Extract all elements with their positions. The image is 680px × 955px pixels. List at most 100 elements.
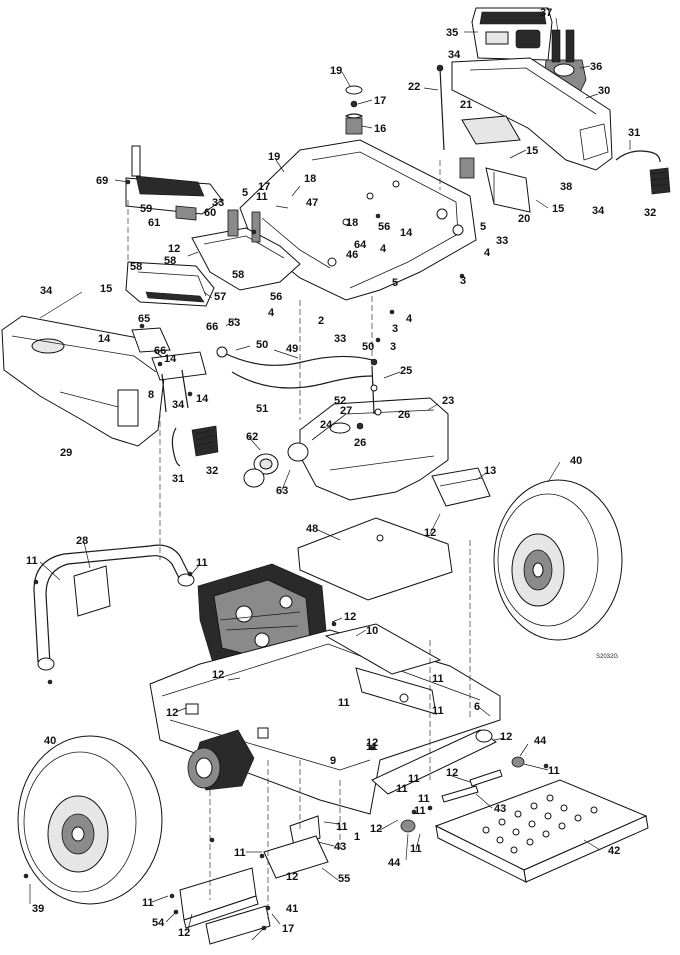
rear-body-panel [451, 57, 613, 171]
lower-bracket-54 [179, 867, 259, 929]
callout-number: 35 [446, 27, 458, 39]
rear-crossbar [371, 729, 497, 795]
callout-number: 14 [98, 333, 111, 345]
seat-bracket [191, 209, 301, 291]
callout-number: 5 [392, 277, 398, 289]
spring-stack-upper [344, 85, 364, 135]
callout-number: 60 [204, 207, 216, 219]
callout-number: 34 [172, 399, 185, 411]
callout-number: 2 [318, 315, 324, 327]
left-mount-plate [125, 261, 215, 307]
callout-number: 66 [206, 321, 218, 333]
callout-number: 17 [374, 95, 386, 107]
callout-number: 53 [228, 317, 240, 329]
callout-number: 31 [172, 473, 184, 485]
engine [197, 563, 329, 677]
callout-number: 33 [334, 333, 346, 345]
callout-number: 69 [96, 175, 108, 187]
callout-number: 48 [306, 523, 318, 535]
callout-number: 11 [418, 793, 430, 805]
callout-number: 11 [410, 843, 422, 855]
filter-elbows [243, 442, 309, 488]
callout-number: 52 [334, 395, 346, 407]
drawing-code: S2032G [596, 654, 618, 660]
callout-number: 12 [178, 927, 190, 939]
callout-number: 27 [340, 405, 352, 417]
callout-number: 19 [330, 65, 342, 77]
callout-number: 4 [406, 313, 413, 325]
frame-bracket-right [459, 157, 531, 213]
callout-number: 34 [448, 49, 461, 61]
callout-number: 11 [432, 705, 444, 717]
callout-number: 17 [282, 923, 294, 935]
callout-number: 15 [526, 145, 538, 157]
callout-number: 11 [414, 805, 426, 817]
callout-number: 61 [148, 217, 160, 229]
callout-number: 11 [396, 783, 408, 795]
callout-number: 50 [362, 341, 374, 353]
console-panel [471, 7, 553, 61]
callout-number: 6 [474, 701, 480, 713]
callout-number: 12 [212, 669, 224, 681]
callout-number: 10 [366, 625, 378, 637]
callout-number: 11 [142, 897, 154, 909]
callout-number: 12 [286, 871, 298, 883]
callout-number: 56 [270, 291, 282, 303]
callout-number: 13 [484, 465, 496, 477]
lift-rod-right [615, 150, 671, 195]
leader-lines [29, 17, 631, 941]
callout-number: 56 [378, 221, 390, 233]
callout-number: 26 [354, 437, 366, 449]
callout-number: 11 [256, 191, 268, 203]
callout-number: 42 [608, 845, 620, 857]
callout-number: 11 [338, 697, 350, 709]
callout-number: 43 [494, 803, 506, 815]
fuel-tank [299, 397, 449, 501]
tank-bracket [431, 467, 491, 507]
callout-number: 14 [196, 393, 209, 405]
callout-number: 16 [374, 123, 386, 135]
callout-number: 58 [164, 255, 176, 267]
callout-number: 36 [590, 61, 602, 73]
roll-bar [33, 544, 195, 671]
callout-number: 25 [400, 365, 412, 377]
callout-number: 8 [148, 389, 154, 401]
callout-number: 9 [330, 755, 336, 767]
callout-number: 38 [560, 181, 572, 193]
callout-number: 3 [390, 341, 396, 353]
callout-number: 24 [320, 419, 333, 431]
callout-number: 19 [268, 151, 280, 163]
fuel-line [216, 346, 378, 389]
assembly-lines [127, 160, 471, 920]
callout-number: 62 [246, 431, 258, 443]
callout-number: 20 [518, 213, 530, 225]
fuel-valve [370, 365, 382, 416]
lower-bracket-41 [205, 905, 271, 945]
callout-number: 41 [286, 903, 298, 915]
callout-number: 12 [370, 823, 382, 835]
right-tire [493, 479, 623, 641]
callout-number: 37 [540, 7, 552, 19]
callout-number: 4 [268, 307, 275, 319]
seat-platform [125, 145, 223, 221]
callout-number: 59 [140, 203, 152, 215]
callout-number: 40 [570, 455, 582, 467]
callout-number: 11 [366, 741, 378, 753]
callout-number: 18 [304, 173, 316, 185]
callout-number: 18 [346, 217, 358, 229]
callout-number: 64 [354, 239, 367, 251]
callout-number: 4 [484, 247, 491, 259]
callout-number: 12 [168, 243, 180, 255]
foot-plate [434, 779, 649, 883]
upper-frame [239, 139, 477, 301]
callout-number: 3 [460, 275, 466, 287]
left-tire [17, 735, 163, 905]
callout-number: 51 [256, 403, 268, 415]
callout-number: 44 [534, 735, 547, 747]
callout-number: 58 [232, 269, 244, 281]
lift-rod-left [171, 425, 219, 467]
callout-number: 21 [460, 99, 472, 111]
